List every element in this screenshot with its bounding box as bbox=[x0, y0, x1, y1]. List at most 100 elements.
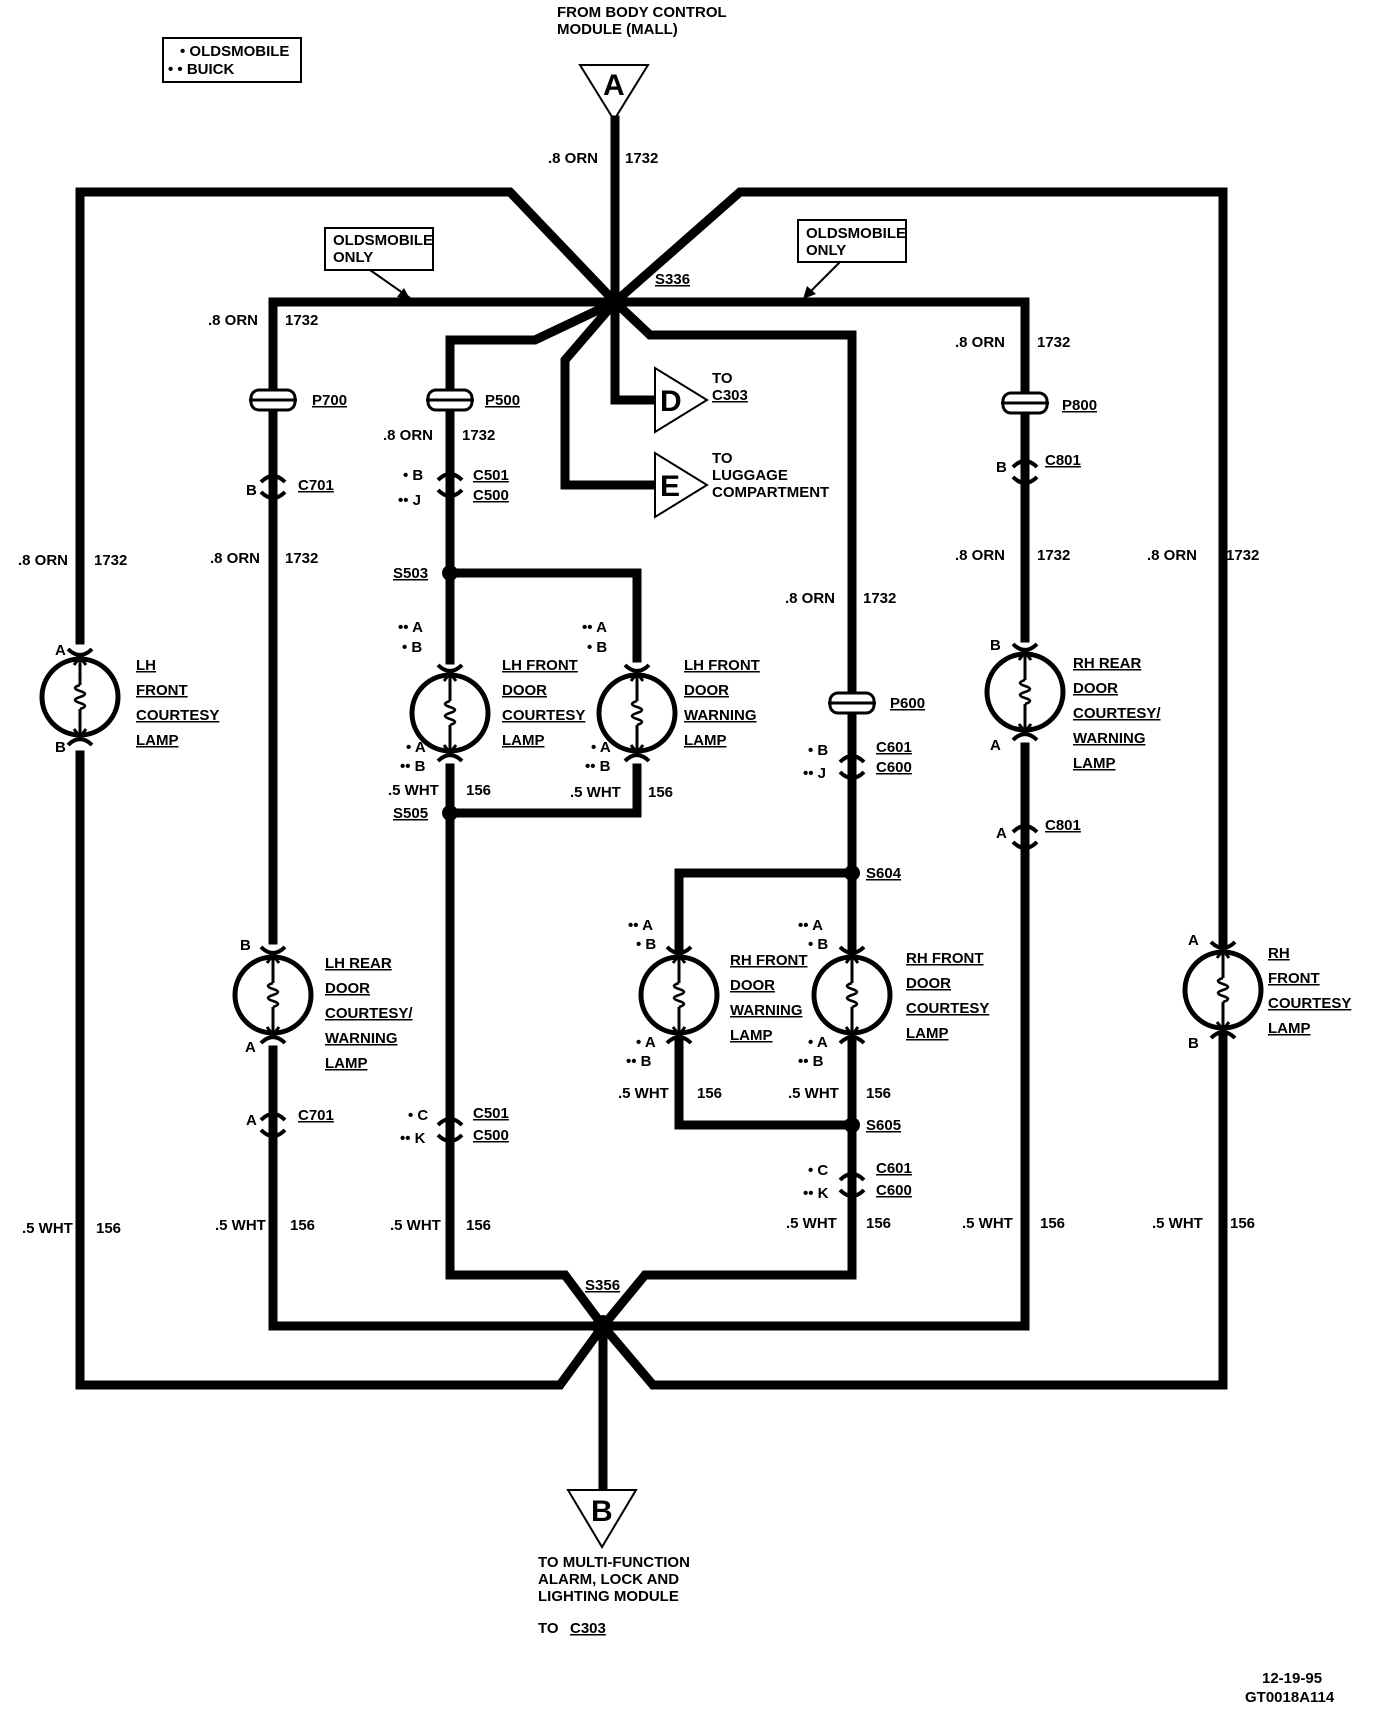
c501-upper-pin: • B bbox=[403, 467, 423, 484]
svg-text:LH REAR: LH REAR bbox=[325, 955, 392, 972]
p800-connector bbox=[1001, 391, 1049, 415]
splice-s505-label: S505 bbox=[393, 805, 428, 822]
c801-upper bbox=[1011, 459, 1039, 485]
svg-text:DOOR: DOOR bbox=[325, 980, 370, 997]
lamp-label-rh-front-courtesy: RH FRONT COURTESY LAMP bbox=[1268, 945, 1351, 1037]
lamp-pin: • A bbox=[636, 1034, 656, 1051]
lamp-pin: A bbox=[990, 737, 1001, 754]
connector-a-triangle bbox=[578, 64, 650, 122]
lamp-pin: •• A bbox=[798, 917, 823, 934]
c701-upper-pin: B bbox=[246, 482, 257, 499]
svg-text:DOOR: DOOR bbox=[502, 682, 547, 699]
svg-text:LAMP: LAMP bbox=[325, 1055, 368, 1072]
connector-e-line2: COMPARTMENT bbox=[712, 484, 829, 501]
c601-upper-label: C601 bbox=[876, 739, 912, 756]
wire-circuit: 156 bbox=[1230, 1215, 1255, 1232]
svg-text:DOOR: DOOR bbox=[684, 682, 729, 699]
lamp-pin: • B bbox=[587, 639, 607, 656]
wire-gauge: .5 WHT bbox=[215, 1217, 266, 1234]
c500-upper-label: C500 bbox=[473, 487, 509, 504]
wire-gauge: .5 WHT bbox=[786, 1215, 837, 1232]
wire-circuit: 1732 bbox=[1226, 547, 1259, 564]
lamp-pin: •• A bbox=[398, 619, 423, 636]
c601-lower-label: C601 bbox=[876, 1160, 912, 1177]
c501-lower-pin: • C bbox=[408, 1107, 428, 1124]
c600-lower-pin: •• K bbox=[803, 1185, 829, 1202]
p500-label: P500 bbox=[485, 392, 520, 409]
svg-text:WARNING: WARNING bbox=[1073, 730, 1146, 747]
svg-text:DOOR: DOOR bbox=[906, 975, 951, 992]
connector-d-to: TO bbox=[712, 370, 733, 387]
lamp-pin: • A bbox=[406, 739, 426, 756]
lamp-label-lh-front-courtesy: LH FRONT COURTESY LAMP bbox=[136, 657, 219, 749]
lamp-pin: B bbox=[55, 739, 66, 756]
wire-gauge: .5 WHT bbox=[22, 1220, 73, 1237]
olds-only-box-right bbox=[797, 219, 907, 263]
from-bcm-line1: FROM BODY CONTROL bbox=[557, 4, 727, 21]
svg-text:LAMP: LAMP bbox=[136, 732, 179, 749]
svg-text:COURTESY: COURTESY bbox=[906, 1000, 989, 1017]
svg-text:RH FRONT: RH FRONT bbox=[906, 950, 984, 967]
lamp-pin: • B bbox=[636, 936, 656, 953]
lamp-pin: •• A bbox=[628, 917, 653, 934]
p700-label: P700 bbox=[312, 392, 347, 409]
svg-text:DOOR: DOOR bbox=[1073, 680, 1118, 697]
connector-b-letter: B bbox=[591, 1495, 613, 1528]
c600-lower-label: C600 bbox=[876, 1182, 912, 1199]
c601-lower-pin: • C bbox=[808, 1162, 828, 1179]
wire-circuit: 1732 bbox=[285, 550, 318, 567]
svg-text:LAMP: LAMP bbox=[1268, 1020, 1311, 1037]
wire-circuit: 156 bbox=[866, 1085, 891, 1102]
olds-only-right-2: ONLY bbox=[806, 242, 846, 259]
svg-text:LAMP: LAMP bbox=[1073, 755, 1116, 772]
bottom-to: TO bbox=[538, 1620, 559, 1637]
c600-upper-pin: •• J bbox=[803, 765, 826, 782]
c600-upper-label: C600 bbox=[876, 759, 912, 776]
lh-front-courtesy-lamp-icon bbox=[42, 649, 118, 745]
c500-lower-pin: •• K bbox=[400, 1130, 426, 1147]
svg-text:COURTESY: COURTESY bbox=[136, 707, 219, 724]
p600-label: P600 bbox=[890, 695, 925, 712]
bottom-line2: ALARM, LOCK AND bbox=[538, 1571, 679, 1588]
splice-s336-dot bbox=[604, 291, 626, 313]
connector-d-letter: D bbox=[660, 385, 682, 418]
wire-circuit: 156 bbox=[1040, 1215, 1065, 1232]
legend-buick: • • BUICK bbox=[168, 61, 235, 78]
legend-box bbox=[162, 37, 302, 83]
lamp-pin: B bbox=[240, 937, 251, 954]
p600-connector bbox=[828, 691, 876, 715]
footer-code: GT0018A114 bbox=[1245, 1689, 1335, 1706]
rh-rear-door-lamp-icon bbox=[987, 644, 1063, 740]
splice-s605-dot bbox=[844, 1117, 860, 1133]
lamp-pin: •• B bbox=[585, 758, 611, 775]
wire-gauge: .8 ORN bbox=[383, 427, 433, 444]
splice-s604-dot bbox=[844, 865, 860, 881]
c501-upper bbox=[436, 472, 464, 498]
connector-d-triangle bbox=[654, 366, 709, 434]
lamp-pin: • B bbox=[402, 639, 422, 656]
wire-circuit: 1732 bbox=[94, 552, 127, 569]
c701-lower-label: C701 bbox=[298, 1107, 334, 1124]
svg-text:RH FRONT: RH FRONT bbox=[730, 952, 808, 969]
wire-gauge: .5 WHT bbox=[788, 1085, 839, 1102]
wire-circuit: 156 bbox=[648, 784, 673, 801]
splice-s505-dot bbox=[442, 805, 458, 821]
svg-text:LAMP: LAMP bbox=[730, 1027, 773, 1044]
c801-upper-label: C801 bbox=[1045, 452, 1081, 469]
c801-lower-pin: A bbox=[996, 825, 1007, 842]
connector-e-letter: E bbox=[660, 470, 680, 503]
c601-upper bbox=[838, 754, 866, 780]
connector-e-to: TO bbox=[712, 450, 733, 467]
bottom-line1: TO MULTI-FUNCTION bbox=[538, 1554, 690, 1571]
lamp-pin: •• B bbox=[626, 1053, 652, 1070]
svg-text:COURTESY/: COURTESY/ bbox=[325, 1005, 413, 1022]
lamp-pin: A bbox=[245, 1039, 256, 1056]
rh-front-door-courtesy-lamp-icon bbox=[814, 947, 890, 1043]
wire-gauge: .8 ORN bbox=[955, 547, 1005, 564]
splice-s336-label: S336 bbox=[655, 271, 690, 288]
olds-only-box-left bbox=[324, 227, 434, 271]
svg-text:LH: LH bbox=[136, 657, 156, 674]
wire-circuit: 156 bbox=[697, 1085, 722, 1102]
wire-labels: .8 ORN 1732 .8 ORN 1732 .8 ORN 1732 .8 O… bbox=[18, 312, 1259, 1237]
